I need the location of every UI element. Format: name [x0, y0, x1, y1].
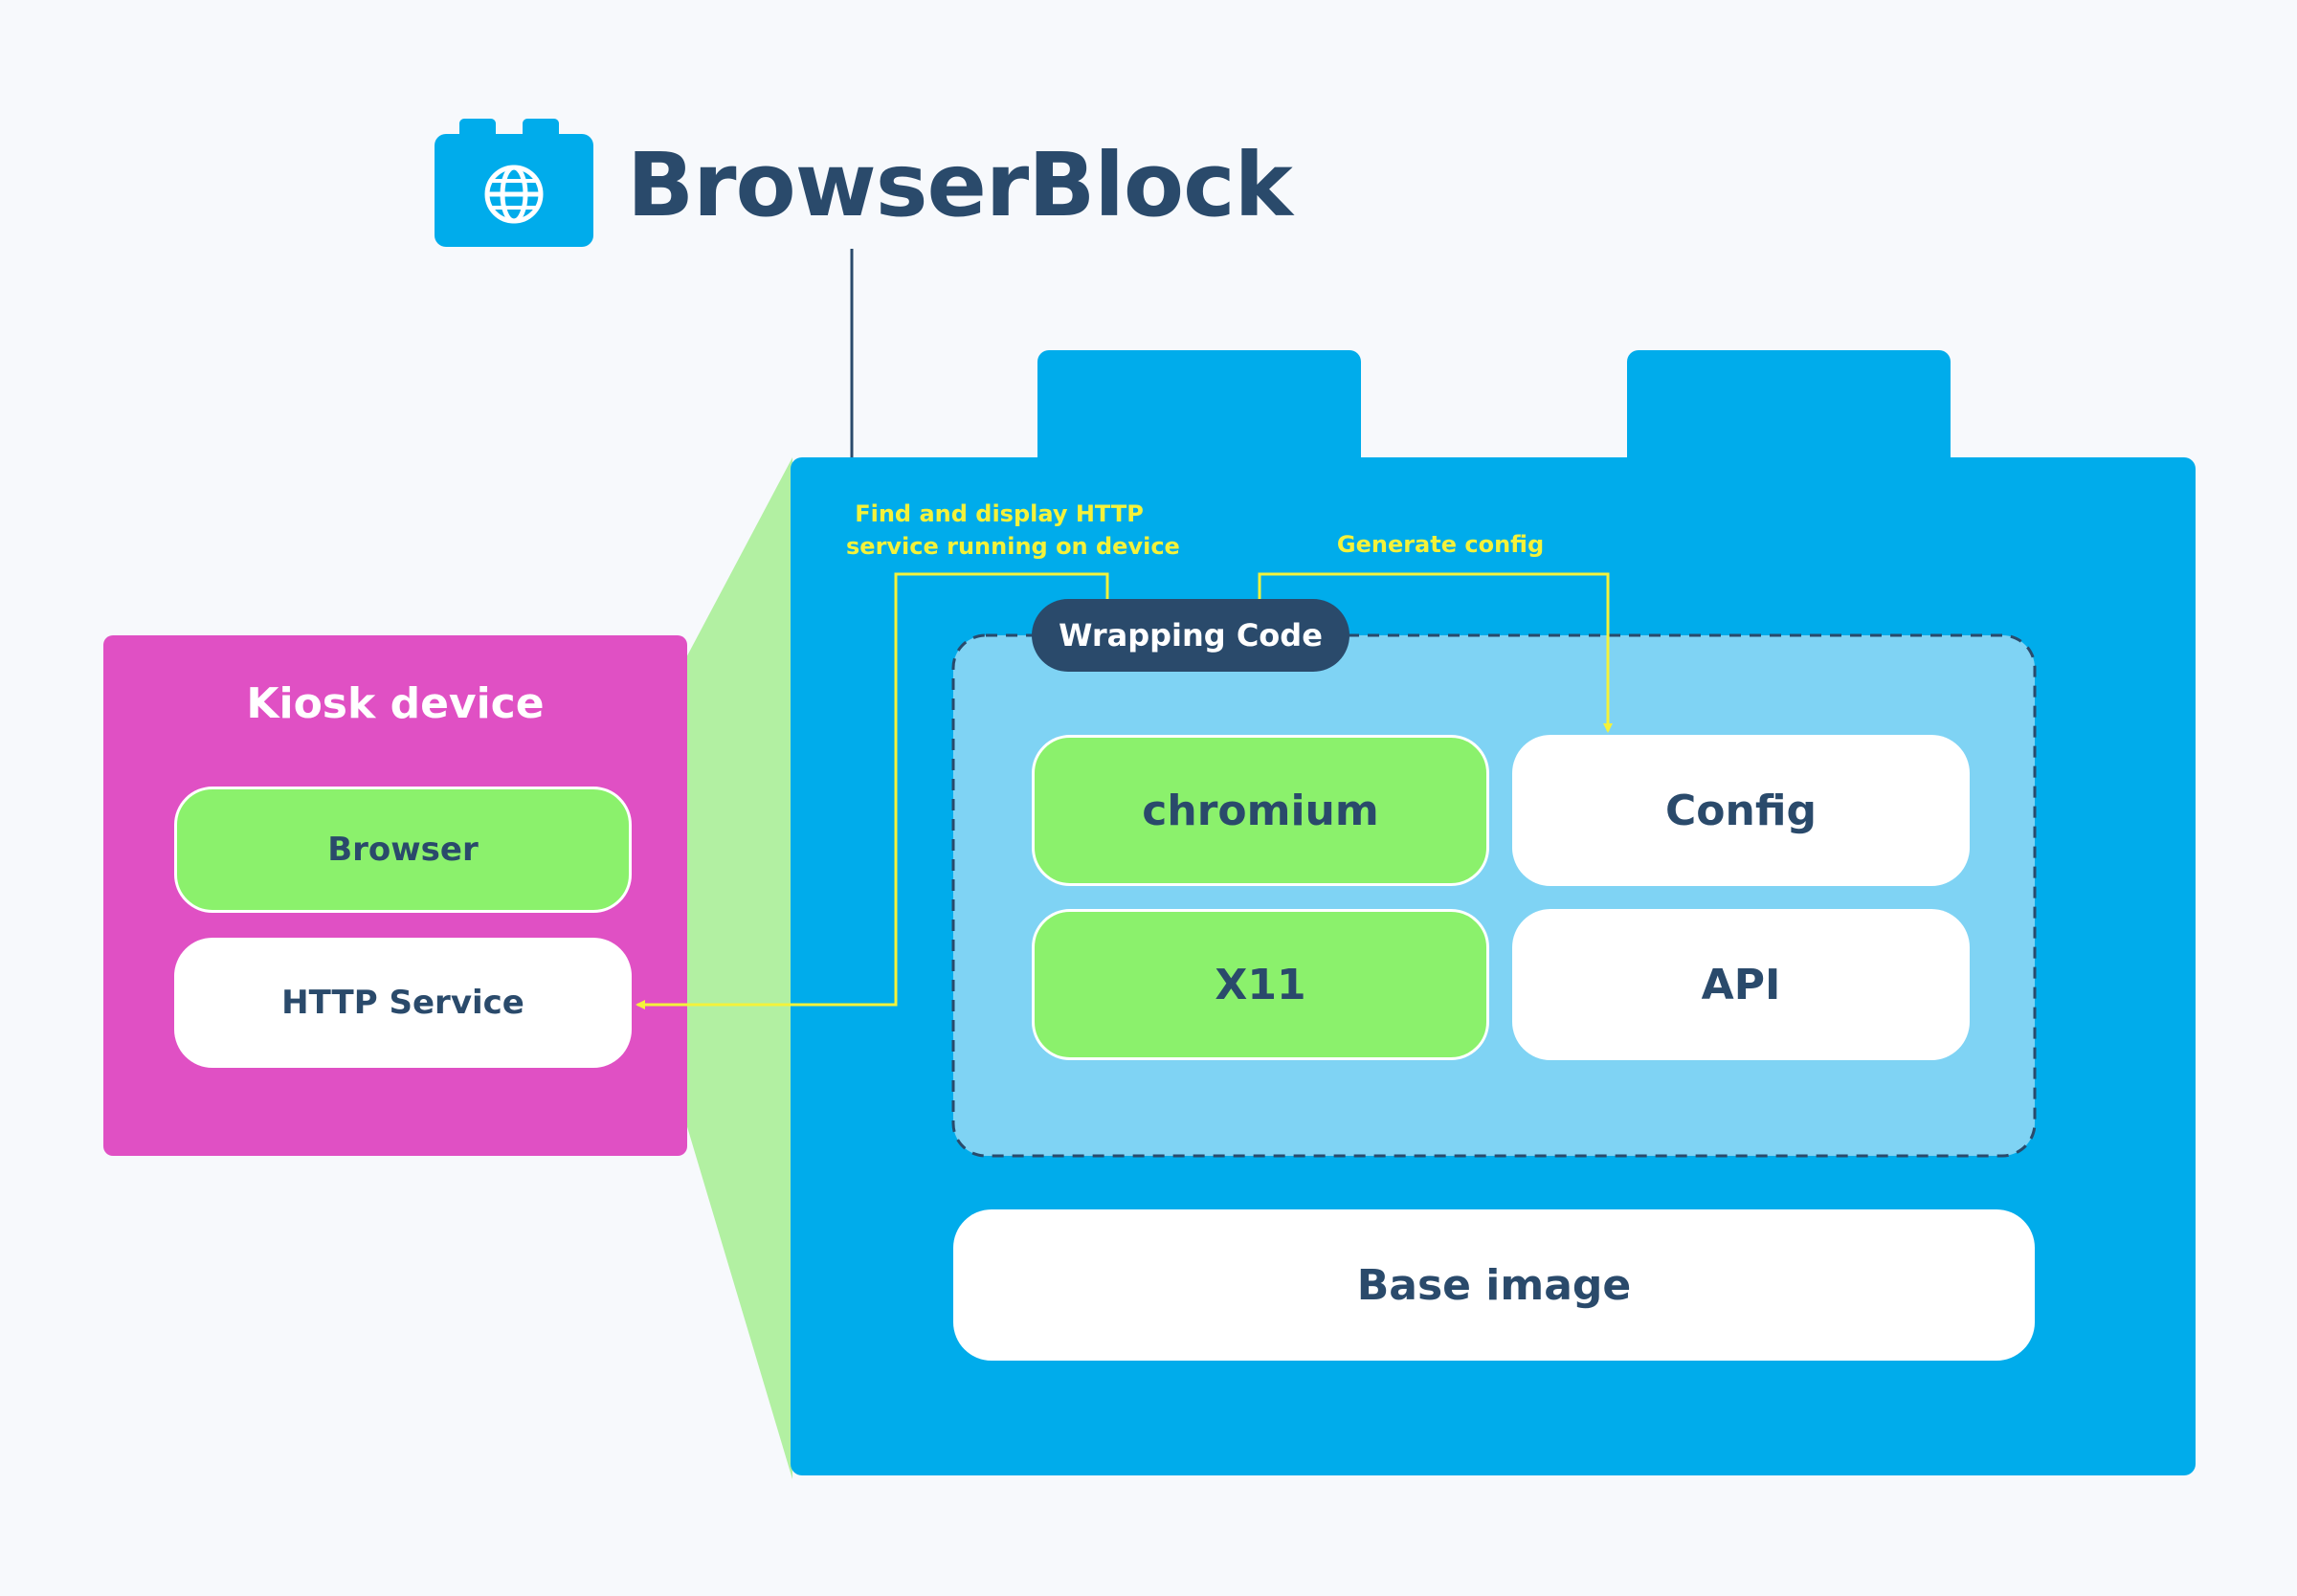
x11-box: X11 — [1032, 909, 1489, 1060]
api-box: API — [1512, 909, 1970, 1060]
block-stud-right — [1627, 350, 1951, 475]
generate-config-arrow — [1258, 572, 1613, 733]
browser-box: Browser — [174, 787, 632, 913]
kiosk-device-title: Kiosk device — [246, 679, 545, 728]
find-display-line1: Find and display HTTP — [855, 500, 1144, 527]
base-image-box: Base image — [953, 1209, 2035, 1361]
browser-label: Browser — [327, 831, 479, 869]
http-service-box: HTTP Service — [174, 938, 632, 1068]
base-image-label: Base image — [1356, 1260, 1632, 1310]
find-display-line2: service running on device — [846, 533, 1180, 560]
http-service-label: HTTP Service — [281, 984, 524, 1022]
config-box: Config — [1512, 735, 1970, 886]
wrapping-code-area — [951, 633, 2037, 1158]
api-label: API — [1701, 960, 1781, 1009]
config-label: Config — [1665, 786, 1817, 835]
find-display-annotation: Find and display HTTP service running on… — [846, 498, 1180, 563]
chromium-label: chromium — [1142, 786, 1379, 835]
wrapping-code-label: Wrapping Code — [1032, 599, 1349, 672]
block-stud-left — [1037, 350, 1361, 475]
find-display-arrow — [636, 572, 1109, 1009]
chromium-box: chromium — [1032, 735, 1489, 886]
x11-label: X11 — [1215, 960, 1306, 1009]
page-title: BrowserBlock — [627, 134, 1293, 236]
generate-config-annotation: Generate config — [1336, 531, 1545, 558]
globe-icon — [435, 119, 593, 247]
